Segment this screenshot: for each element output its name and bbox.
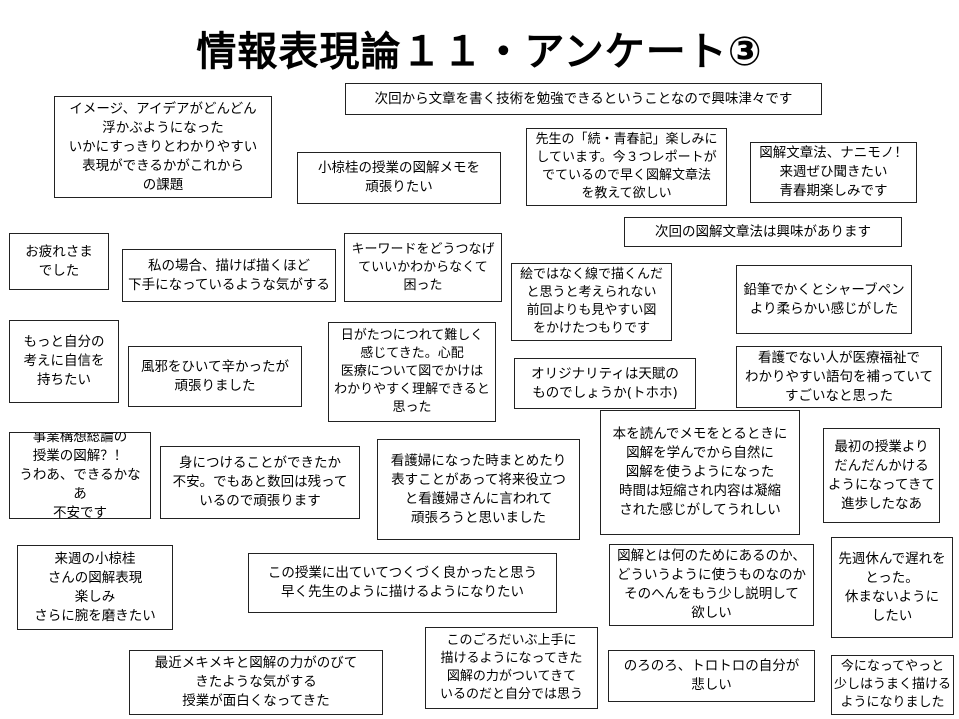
comment-note: お疲れさま でした xyxy=(9,233,109,290)
comment-note: 最近メキメキと図解の力がのびて きたような気がする 授業が面白くなってきた xyxy=(129,650,383,715)
comment-note: のろのろ、トロトロの自分が 悲しい xyxy=(608,650,815,702)
page-title: 情報表現論１１・アンケート③ xyxy=(196,29,763,75)
comment-note: 次回の図解文章法は興味があります xyxy=(624,217,902,247)
comment-note: 看護でない人が医療福祉で わかりやすい語句を補っていて すごいなと思った xyxy=(736,346,942,408)
comment-note: 先生の「続・青春記」楽しみに しています。今３つレポートが でているので早く図解… xyxy=(526,128,727,206)
comment-note: 図解文章法、ナニモノ！ 来週ぜひ聞きたい 青春期楽しみです xyxy=(750,142,917,203)
comment-note: キーワードをどうつなげ ていいかわからなくて 困った xyxy=(344,233,502,302)
comment-note: 身につけることができたか 不安。でもあと数回は残って いるので頑張ります xyxy=(160,446,360,519)
comment-note: 先週休んで遅れを とった。 休まないように したい xyxy=(831,537,953,638)
comment-note: この授業に出ていてつくづく良かったと思う 早く先生のように描けるようになりたい xyxy=(248,553,557,613)
comment-note: もっと自分の 考えに自信を 持ちたい xyxy=(9,320,119,403)
comment-note: このごろだいぶ上手に 描けるようになってきた 図解の力がついてきて いるのだと自… xyxy=(425,627,598,709)
comment-note: 次回から文章を書く技術を勉強できるということなので興味津々です xyxy=(345,83,822,115)
comment-note: 来週の小椋桂 さんの図解表現 楽しみ さらに腕を磨きたい xyxy=(17,545,173,630)
comment-note: 図解とは何のためにあるのか、 どういうように使うものなのか そのへんをもう少し説… xyxy=(609,544,814,626)
comment-note: 風邪をひいて辛かったが 頑張りました xyxy=(128,346,302,407)
comment-note: 鉛筆でかくとシャーブペン より柔らかい感じがした xyxy=(736,265,912,334)
comment-note: 看護婦になった時まとめたり 表すことがあって将来役立つ と看護婦さんに言われて … xyxy=(377,439,580,540)
comment-note: イメージ、アイデアがどんどん 浮かぶようになった いかにすっきりとわかりやすい … xyxy=(54,96,272,198)
comment-note: 今になってやっと 少しはうまく描ける ようになりました xyxy=(831,655,954,715)
comment-note: 私の場合、描けば描くほど 下手になっているような気がする xyxy=(122,249,336,302)
comment-note: 最初の授業より だんだんかける ようになってきて 進歩したなあ xyxy=(823,428,940,523)
comment-note: オリジナリティは天賦の ものでしょうか(トホホ) xyxy=(514,358,696,409)
comment-note: 日がたつにつれて難しく 感じてきた。心配 医療について図でかけは わかりやすく理… xyxy=(328,322,496,422)
comment-note: 本を読んでメモをとるときに 図解を学んでから自然に 図解を使うようになった 時間… xyxy=(600,410,800,535)
comment-note: 絵ではなく線で描くんだ と思うと考えられない 前回よりも見やすい図 をかけたつも… xyxy=(511,263,672,341)
comment-note: 小椋桂の授業の図解メモを 頑張りたい xyxy=(297,152,501,204)
comment-note: 事業構想総論の 授業の図解？！ うわあ、できるかなあ 不安です xyxy=(9,432,151,519)
